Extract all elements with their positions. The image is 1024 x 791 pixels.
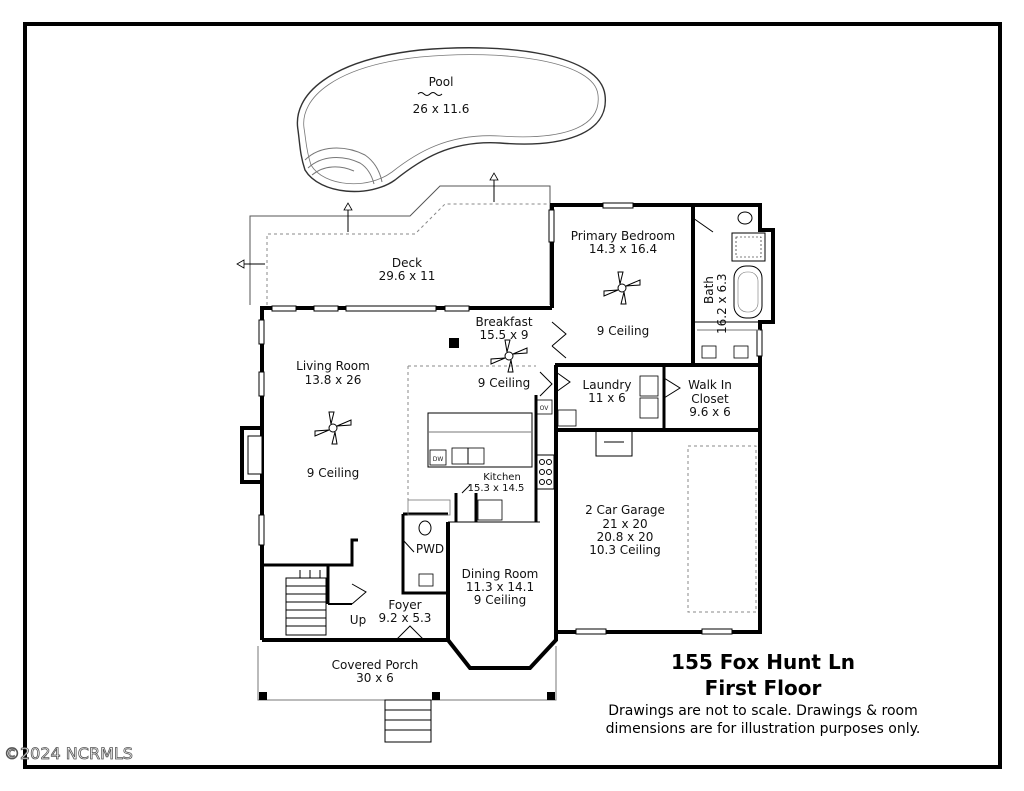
pwd-fixtures [418,520,434,587]
dining-room-label: Dining Room [462,567,539,581]
doors [351,217,714,641]
deck-label: Deck [392,256,422,270]
pool: Pool 26 x 11.6 [296,47,606,193]
living-room-dims: 13.8 x 26 [305,373,362,387]
covered-porch-dims: 30 x 6 [356,671,394,685]
garage-ceiling: 10.3 Ceiling [589,543,661,557]
dining-room-ceiling: 9 Ceiling [474,593,526,607]
stairs [285,570,327,636]
dishwasher-label: DW [433,456,444,463]
laundry-label: Laundry [583,378,632,392]
kitchen-dims: 15.3 x 14.5 [468,483,525,494]
pool-label: Pool [429,75,454,89]
primary-bedroom-label: Primary Bedroom [571,229,675,243]
foyer-label: Foyer [388,598,421,612]
garage-dims-2: 20.8 x 20 [597,530,654,544]
oven-label: OV [540,405,550,412]
ceiling-fan-icons [314,271,641,445]
breakfast-ceiling: 9 Ceiling [478,376,530,390]
pool-dims: 26 x 11.6 [413,102,470,116]
kitchen-fixtures: DW OV [407,338,555,521]
deck: Deck 29.6 x 11 [236,172,551,305]
windows [258,202,763,635]
walk-in-closet-label: Walk In [688,378,732,392]
garage-label: 2 Car Garage [585,503,665,517]
walk-in-closet-label-2: Closet [691,392,729,406]
copyright-watermark: ©2024 NCRMLS [4,744,133,763]
foyer-dims: 9.2 x 5.3 [379,611,432,625]
covered-porch [257,646,557,743]
garage-door-outline [687,445,757,613]
dining-room-dims: 11.3 x 14.1 [466,580,534,594]
garage-dims: 21 x 20 [602,517,647,531]
ceiling-fan-icon [603,271,641,305]
page-border [23,22,1002,769]
breakfast-label: Breakfast [475,315,532,329]
stairs-up-label: Up [350,613,366,627]
laundry-fixtures [557,375,659,457]
primary-bedroom-ceiling: 9 Ceiling [597,324,649,338]
bath-dims: 16.2 x 6.3 [715,273,729,334]
living-room-ceiling: 9 Ceiling [307,466,359,480]
kitchen-label: Kitchen [483,472,521,483]
ceiling-fan-icon [314,411,352,445]
breakfast-dims: 15.5 x 9 [479,328,528,342]
walk-in-closet-dims: 9.6 x 6 [689,405,730,419]
ceiling-fan-icon [490,339,528,373]
disclaimer-line-2: dimensions are for illustration purposes… [606,721,921,737]
disclaimer-line-1: Drawings are not to scale. Drawings & ro… [608,703,917,719]
floor-title: First Floor [705,676,822,700]
bath-label: Bath [702,276,716,304]
deck-dims: 29.6 x 11 [379,269,436,283]
primary-bedroom-dims: 14.3 x 16.4 [589,242,657,256]
bath-fixtures [697,211,766,359]
covered-porch-label: Covered Porch [332,658,419,672]
pwd-label: PWD [416,542,444,556]
address-title: 155 Fox Hunt Ln [671,650,855,674]
laundry-dims: 11 x 6 [588,391,626,405]
living-room-label: Living Room [296,359,370,373]
